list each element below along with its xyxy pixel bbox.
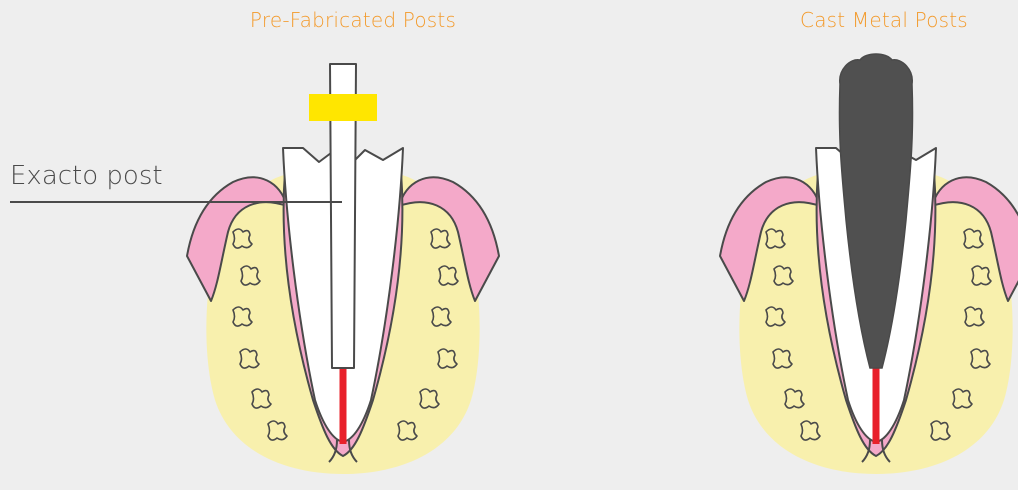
title-pre-fabricated-posts: Pre-Fabricated Posts <box>250 8 456 32</box>
tooth-prefabricated-post <box>187 64 499 474</box>
prefab-post-collar <box>309 94 377 121</box>
title-cast-metal-posts: Cast Metal Posts <box>800 8 968 32</box>
tooth-cast-metal-post <box>720 54 1018 474</box>
gutta-percha <box>340 368 347 444</box>
callout-exacto-post: Exacto post <box>10 161 163 191</box>
gutta-percha <box>873 368 880 444</box>
